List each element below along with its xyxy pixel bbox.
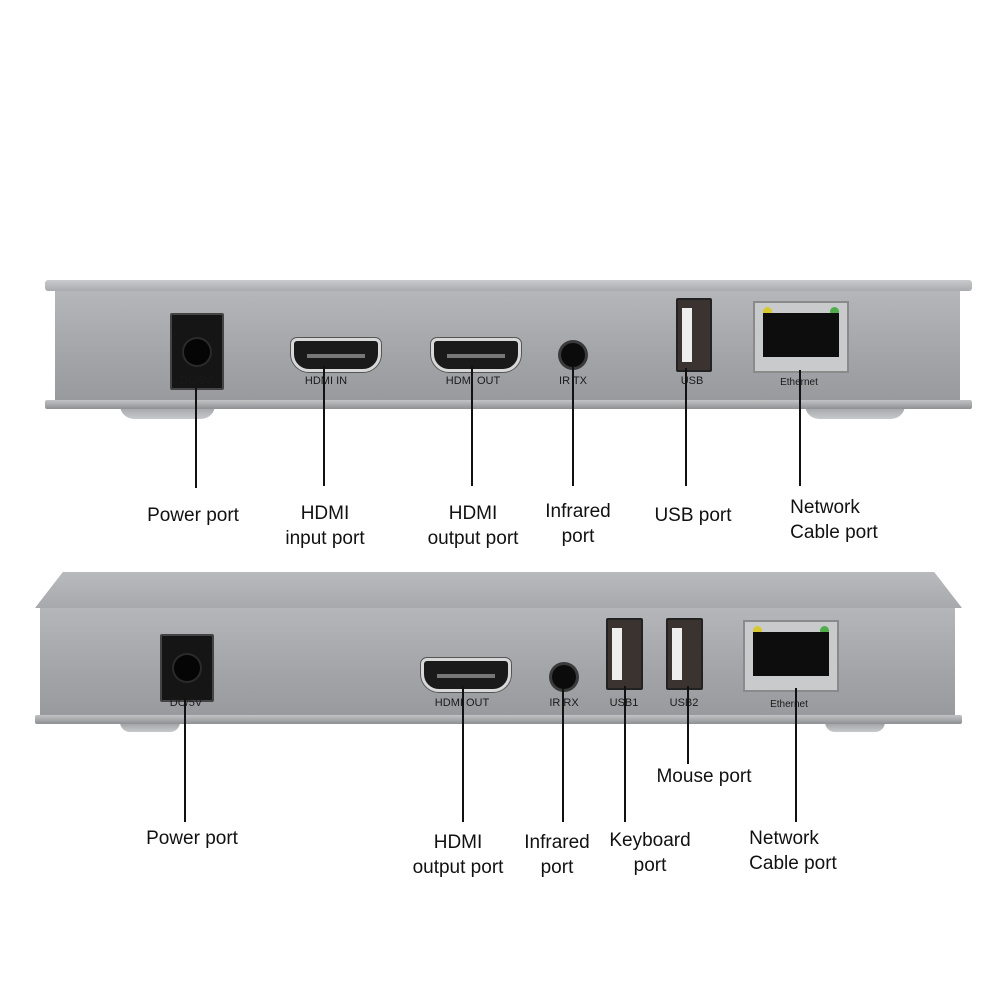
callout-keyboard-port: Keyboard port — [609, 828, 690, 878]
callout-text: output port — [427, 528, 519, 549]
device-bottom-plate — [35, 715, 962, 724]
rj45-socket — [763, 313, 839, 357]
callout-usb-port: USB port — [654, 503, 731, 528]
callout-text: Cable port — [790, 522, 878, 543]
leader-line — [572, 367, 574, 486]
usb1-port — [606, 618, 643, 690]
led-indicator-yellow — [753, 626, 762, 635]
ir-tx-jack — [561, 343, 585, 367]
ir-rx-jack — [552, 665, 576, 689]
callout-hdmi-output-port: HDMI output port — [428, 501, 519, 551]
hdmi-in-port — [291, 338, 381, 372]
callout-text: Keyboard — [609, 830, 691, 851]
callout-infrared-port: Infrared port — [545, 499, 610, 549]
callout-text: USB port — [654, 505, 732, 526]
callout-mouse-port: Mouse port — [656, 764, 751, 789]
ethernet-port — [753, 301, 849, 373]
led-indicator-yellow — [763, 307, 772, 316]
callout-text: Cable port — [749, 853, 837, 874]
callout-text: input port — [285, 528, 365, 549]
usb-port — [676, 298, 712, 372]
callout-text: Infrared — [524, 832, 590, 853]
dc-power-jack — [170, 313, 224, 390]
dc-power-jack — [160, 634, 214, 702]
port-label-dc: DC/5V — [179, 375, 213, 387]
port-label-hdmi-in: HDMI IN — [304, 375, 348, 387]
leader-line — [624, 686, 626, 822]
leader-line — [471, 366, 473, 486]
leader-line — [462, 686, 464, 822]
callout-text: Network — [749, 828, 819, 849]
leader-line — [687, 686, 689, 764]
port-label-usb2: USB2 — [669, 697, 699, 709]
leader-line — [184, 698, 186, 822]
callout-text: port — [540, 857, 574, 878]
hdmi-out-port — [421, 658, 511, 692]
callout-text: Network — [790, 497, 860, 518]
led-indicator-green — [830, 307, 839, 316]
leader-line — [795, 688, 797, 822]
rj45-socket — [753, 632, 829, 676]
callout-text: port — [561, 526, 595, 547]
leader-line — [799, 370, 801, 486]
leader-line — [685, 368, 687, 486]
leader-line — [562, 689, 564, 822]
port-label-ir: IR RX — [549, 697, 579, 709]
callout-text: Mouse port — [656, 766, 752, 787]
callout-hdmi-output-port: HDMI output port — [413, 830, 504, 880]
port-label-hdmi-out: HDMI OUT — [445, 375, 501, 387]
led-indicator-green — [820, 626, 829, 635]
usb2-port — [666, 618, 703, 690]
callout-text: Power port — [146, 828, 238, 849]
port-label-dc: DC/5V — [169, 697, 203, 709]
hdmi-out-port — [431, 338, 521, 372]
callout-text: port — [633, 855, 667, 876]
leader-line — [195, 388, 197, 488]
callout-text: HDMI — [448, 503, 498, 524]
callout-power-port: Power port — [147, 503, 239, 528]
callout-text: Infrared — [545, 501, 611, 522]
callout-infrared-port: Infrared port — [524, 830, 589, 880]
callout-text: HDMI — [300, 503, 350, 524]
callout-hdmi-input-port: HDMI input port — [285, 501, 364, 551]
callout-power-port: Power port — [146, 826, 238, 851]
callout-text: output port — [412, 857, 504, 878]
device-bottom-plate — [45, 400, 972, 409]
device-foot — [825, 722, 885, 732]
leader-line — [323, 366, 325, 486]
port-label-ethernet: Ethernet — [770, 699, 808, 710]
device-foot — [120, 722, 180, 732]
callout-text: HDMI — [433, 832, 483, 853]
ethernet-port — [743, 620, 839, 692]
device-top-surface — [35, 572, 962, 608]
callout-text: Power port — [147, 505, 239, 526]
device-top-plate — [45, 280, 972, 291]
